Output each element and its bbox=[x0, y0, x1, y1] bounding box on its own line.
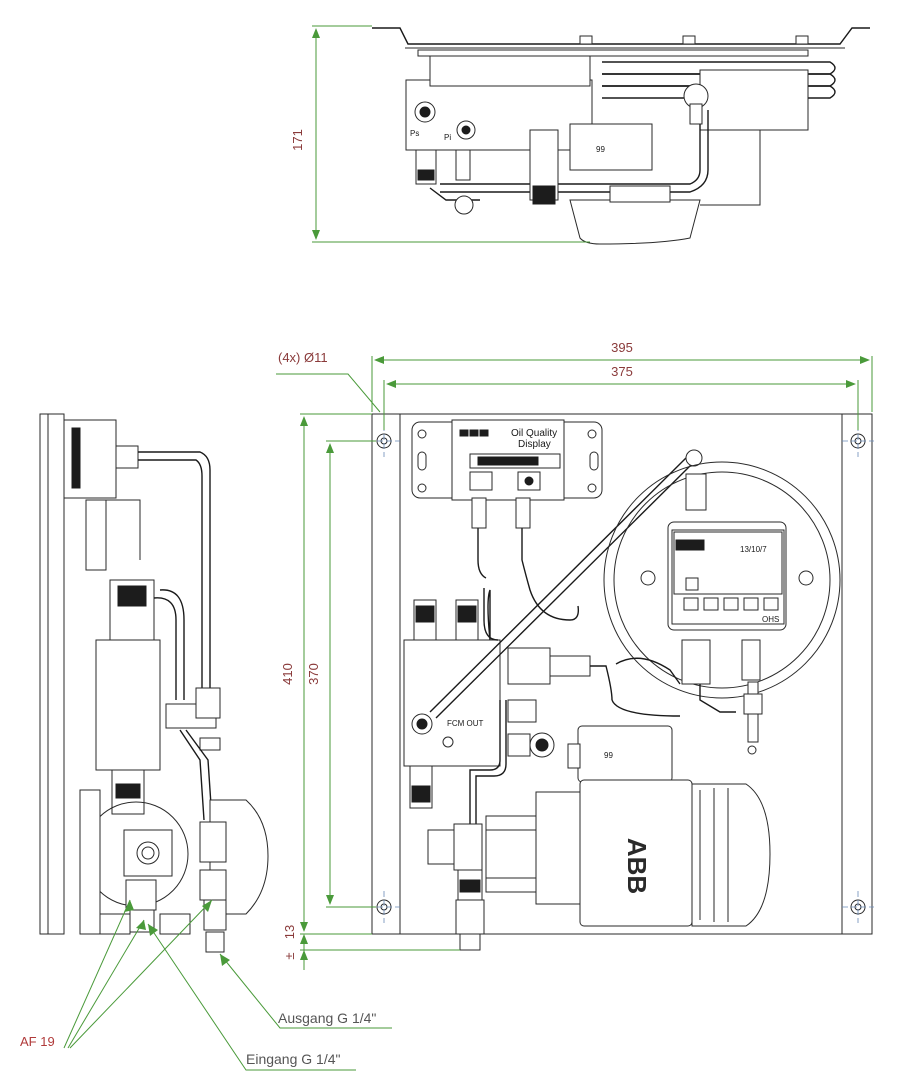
motor: ABB bbox=[427, 779, 771, 927]
callout-af19: AF 19 bbox=[20, 1034, 55, 1049]
dim-13-prefix: ± bbox=[282, 952, 297, 959]
display-title-1: Oil Quality bbox=[511, 428, 557, 439]
front-view: Oil Quality Display FCM OUT bbox=[368, 413, 874, 951]
side-view bbox=[39, 413, 269, 953]
svg-text:99: 99 bbox=[596, 145, 605, 154]
callout-outlet: Ausgang G 1/4" bbox=[278, 1010, 376, 1026]
front-dimensions: 395 375 (4x) Ø11 410 370 13 ± bbox=[276, 340, 873, 970]
sensor-model: OHS bbox=[762, 615, 779, 624]
port-ps-label: Ps bbox=[410, 129, 419, 138]
manifold-block: FCM OUT bbox=[403, 599, 501, 809]
sensor-unit: 13/10/7 OHS bbox=[603, 461, 841, 755]
dim-13: 13 bbox=[282, 925, 297, 939]
oil-quality-display: Oil Quality Display bbox=[411, 419, 603, 501]
fcm-out-label: FCM OUT bbox=[447, 719, 484, 728]
dim-410: 410 bbox=[280, 663, 295, 685]
holes-label: (4x) Ø11 bbox=[278, 350, 328, 365]
dim-370: 370 bbox=[306, 663, 321, 685]
dim-height-top: 171 bbox=[290, 25, 590, 243]
motor-brand: ABB bbox=[622, 838, 652, 894]
mounting-hole-tr bbox=[842, 425, 874, 457]
callout-inlet: Eingang G 1/4" bbox=[246, 1051, 341, 1067]
svg-text:99: 99 bbox=[604, 751, 613, 760]
dim-375: 375 bbox=[611, 364, 633, 379]
callouts: AF 19 Ausgang G 1/4" Eingang G 1/4" bbox=[20, 899, 392, 1071]
mounting-hole-br bbox=[842, 891, 874, 923]
display-title-2: Display bbox=[518, 439, 551, 450]
port-pi-label: Pi bbox=[444, 133, 451, 142]
sensor-date: 13/10/7 bbox=[740, 545, 767, 554]
dim-395: 395 bbox=[611, 340, 633, 355]
dim-171: 171 bbox=[290, 129, 305, 151]
top-view: Ps Pi 99 bbox=[372, 27, 870, 245]
